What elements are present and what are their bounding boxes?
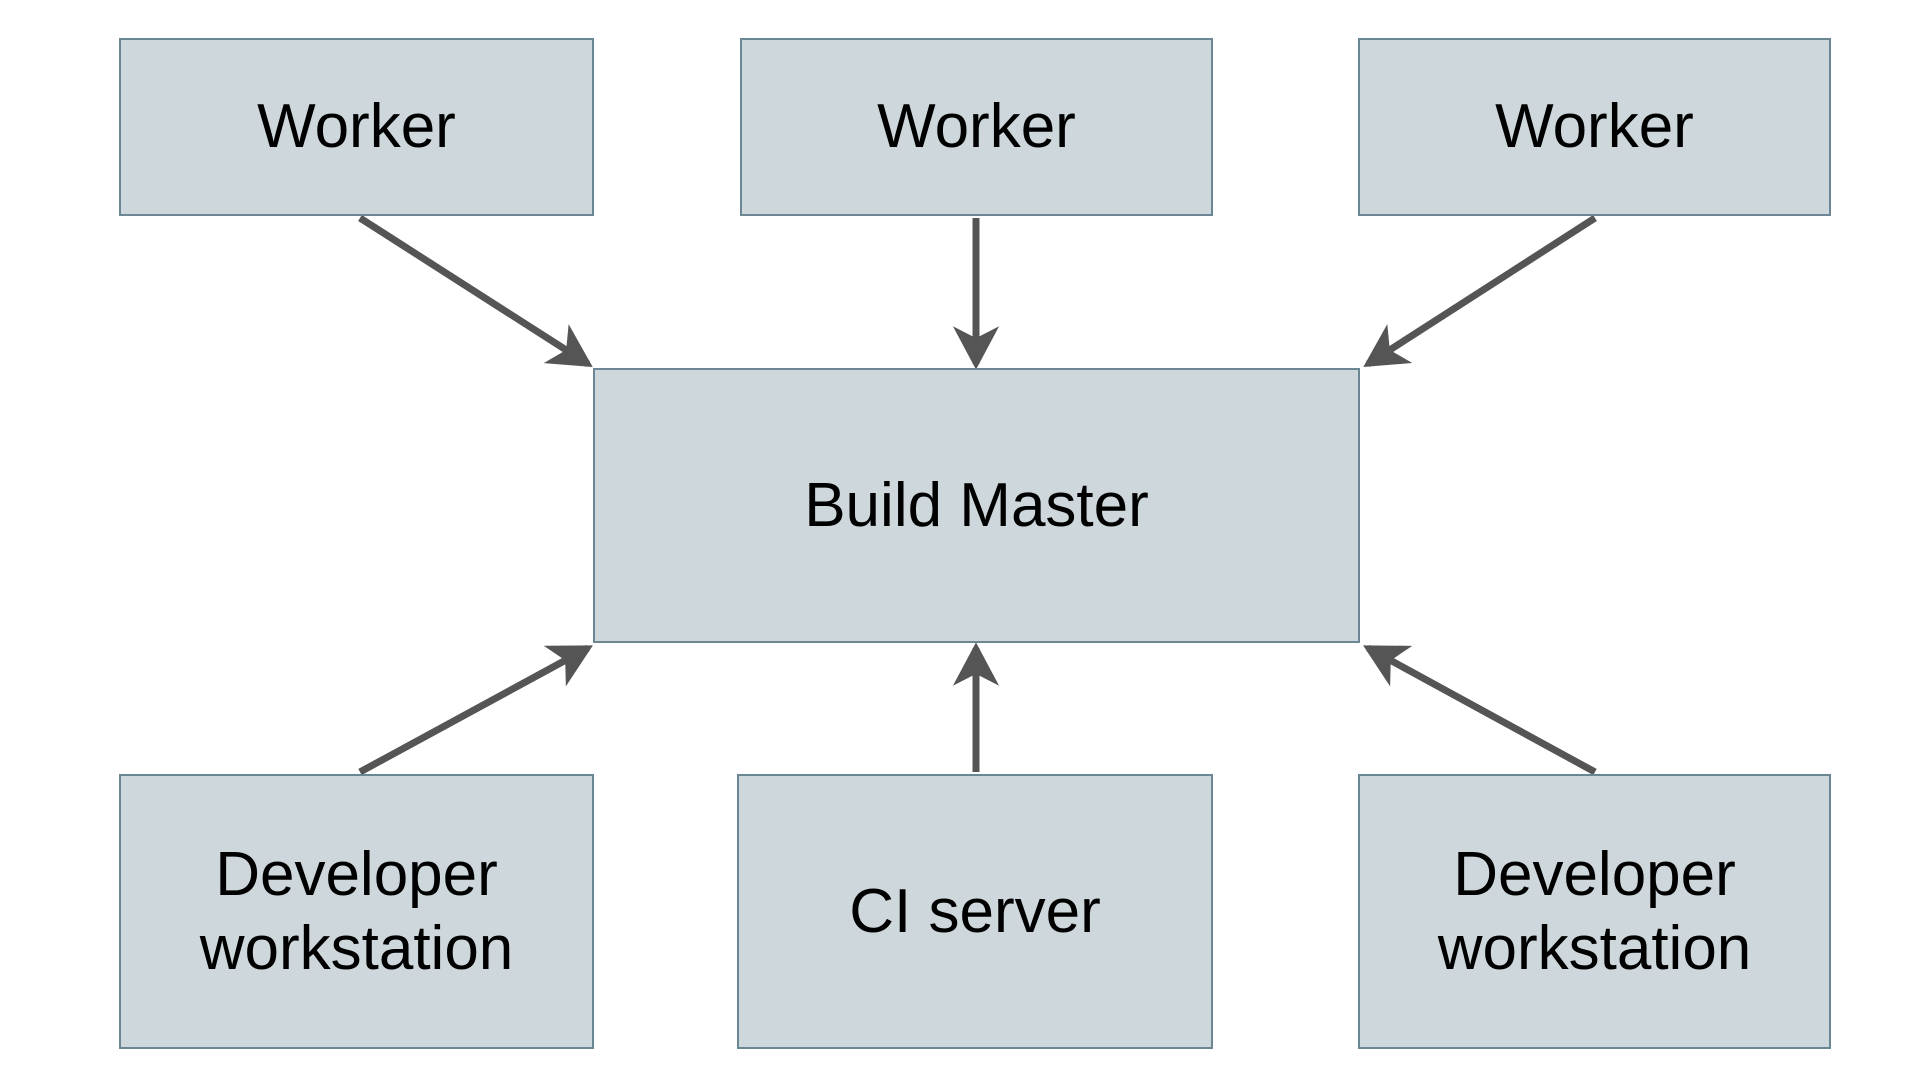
node-developer-workstation-1[interactable]: Developer workstation <box>119 774 594 1049</box>
node-label-worker-2: Worker <box>877 92 1076 162</box>
node-ci-server[interactable]: CI server <box>737 774 1213 1049</box>
edge-worker-3-to-build-master <box>1363 215 1597 368</box>
node-build-master[interactable]: Build Master <box>593 368 1360 643</box>
node-label-worker-3: Worker <box>1495 92 1694 162</box>
node-worker-3[interactable]: Worker <box>1358 38 1831 216</box>
node-label-worker-1: Worker <box>257 92 456 162</box>
node-label-build-master: Build Master <box>804 470 1149 540</box>
node-developer-workstation-2[interactable]: Developer workstation <box>1358 774 1831 1049</box>
edge-worker-1-to-build-master <box>358 215 593 368</box>
edge-dev-workstation-1-to-build-master <box>358 644 593 776</box>
node-label-developer-workstation-1: Developer workstation <box>199 840 514 983</box>
edge-dev-workstation-2-to-build-master <box>1363 644 1597 776</box>
node-label-developer-workstation-2: Developer workstation <box>1437 840 1752 983</box>
node-worker-2[interactable]: Worker <box>740 38 1213 216</box>
node-label-ci-server: CI server <box>849 876 1101 946</box>
node-worker-1[interactable]: Worker <box>119 38 594 216</box>
